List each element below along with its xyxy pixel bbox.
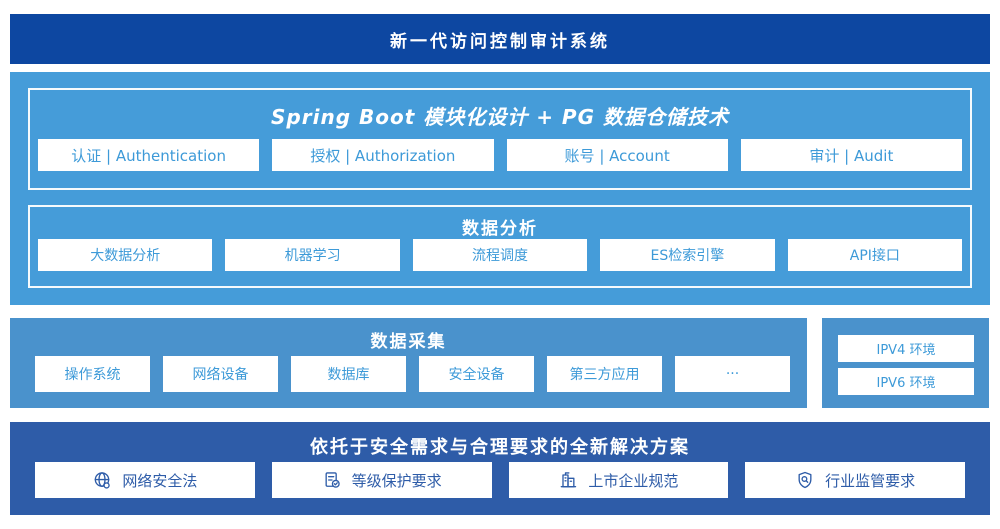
compliance-industry-regulation: 行业监管要求: [745, 462, 965, 498]
data-collection-row: 操作系统 网络设备 数据库 安全设备 第三方应用 ···: [35, 356, 790, 392]
springboot-panel: Spring Boot 模块化设计 + PG 数据仓储技术 认证 | Authe…: [28, 88, 972, 190]
ipv6-environment: IPV6 环境: [838, 368, 974, 395]
analysis-item-api: API接口: [787, 239, 963, 271]
data-analysis-row: 大数据分析 机器学习 流程调度 ES检索引擎 API接口: [30, 239, 970, 271]
compliance-label: 等级保护要求: [351, 471, 442, 490]
network-environment-panel: IPV4 环境 IPV6 环境: [822, 318, 989, 408]
platform-section: Spring Boot 模块化设计 + PG 数据仓储技术 认证 | Authe…: [10, 72, 990, 305]
auth-modules-row: 认证 | Authentication 授权 | Authorization 账…: [30, 139, 970, 171]
analysis-item-ml: 机器学习: [225, 239, 400, 271]
data-analysis-panel: 数据分析 大数据分析 机器学习 流程调度 ES检索引擎 API接口: [28, 205, 972, 288]
source-database: 数据库: [291, 356, 406, 392]
solution-section: 依托于安全需求与合理要求的全新解决方案 网络安全法: [10, 422, 990, 515]
module-audit: 审计 | Audit: [740, 139, 962, 171]
solution-title: 依托于安全需求与合理要求的全新解决方案: [310, 437, 690, 458]
source-network-device: 网络设备: [163, 356, 278, 392]
ipv4-environment: IPV4 环境: [838, 335, 974, 362]
source-more-ellipsis: ···: [675, 356, 790, 392]
doc-check-icon: [322, 470, 342, 490]
source-security-device: 安全设备: [419, 356, 534, 392]
source-third-party: 第三方应用: [547, 356, 662, 392]
compliance-cybersecurity-law: 网络安全法: [35, 462, 255, 498]
module-authorization: 授权 | Authorization: [272, 139, 494, 171]
globe-icon: [92, 470, 112, 490]
source-os: 操作系统: [35, 356, 150, 392]
compliance-label: 上市企业规范: [588, 471, 679, 490]
compliance-label: 行业监管要求: [825, 471, 916, 490]
analysis-item-bigdata: 大数据分析: [38, 239, 213, 271]
compliance-row: 网络安全法 等级保护要求: [35, 462, 965, 498]
system-title: 新一代访问控制审计系统: [390, 31, 610, 52]
analysis-item-es: ES检索引擎: [600, 239, 775, 271]
springboot-panel-title: Spring Boot 模块化设计 + PG 数据仓储技术: [271, 105, 729, 129]
data-analysis-title: 数据分析: [462, 219, 538, 239]
module-authentication: 认证 | Authentication: [38, 139, 260, 171]
compliance-label: 网络安全法: [122, 471, 198, 490]
shield-search-icon: [795, 470, 815, 490]
data-collection-section: 数据采集 操作系统 网络设备 数据库 安全设备 第三方应用 ···: [10, 318, 807, 408]
module-account: 账号 | Account: [506, 139, 728, 171]
data-collection-title: 数据采集: [370, 332, 447, 352]
analysis-item-workflow: 流程调度: [412, 239, 588, 271]
compliance-listed-company: 上市企业规范: [508, 462, 729, 498]
system-title-banner: 新一代访问控制审计系统: [10, 14, 990, 64]
building-icon: [558, 470, 578, 490]
compliance-classified-protection: 等级保护要求: [271, 462, 492, 498]
